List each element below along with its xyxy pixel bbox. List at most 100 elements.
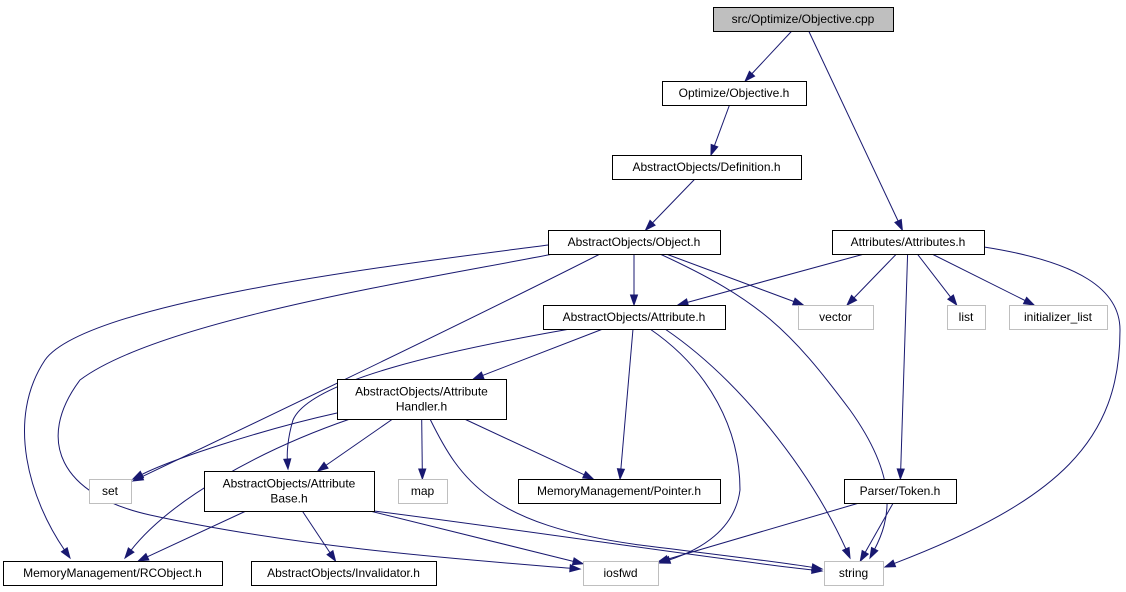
node-definition-h[interactable]: AbstractObjects/Definition.h [612, 155, 802, 180]
node-objective-cpp[interactable]: src/Optimize/Objective.cpp [713, 7, 894, 32]
node-label: MemoryManagement/Pointer.h [537, 484, 701, 498]
node-object-h[interactable]: AbstractObjects/Object.h [548, 230, 721, 255]
edge-attributes-h-to-token-h [896, 253, 909, 481]
edge-line [649, 328, 741, 561]
node-box [337, 379, 507, 420]
node-box [612, 155, 802, 180]
node-box [251, 561, 437, 586]
node-label: AbstractObjects/Attribute [223, 477, 356, 491]
edge-line [864, 502, 894, 554]
node-vector: vector [798, 305, 874, 330]
edge-line [324, 418, 393, 467]
node-attribute-h[interactable]: AbstractObjects/Attribute.h [543, 305, 726, 330]
node-box [89, 479, 132, 504]
node-label: Attributes/Attributes.h [851, 235, 966, 249]
edge-arrowhead [581, 470, 595, 480]
edge-line [853, 253, 897, 299]
node-label: AbstractObjects/Definition.h [632, 160, 780, 174]
edge-arrowhead [710, 143, 719, 157]
node-string: string [824, 561, 884, 586]
node-pointer-h[interactable]: MemoryManagement/Pointer.h [518, 479, 721, 504]
nodes-layer: src/Optimize/Objective.cppOptimize/Objec… [3, 7, 1108, 586]
edge-object-h-to-rcobject-h [24, 244, 549, 560]
node-label: vector [819, 310, 852, 324]
edge-arrowhead [896, 468, 905, 481]
node-attributes-h[interactable]: Attributes/Attributes.h [832, 230, 985, 255]
edge-arrowhead [283, 458, 292, 471]
node-label: AbstractObjects/Object.h [568, 235, 701, 249]
edge-line [666, 502, 860, 560]
node-label: list [959, 310, 974, 324]
edge-arrowhead [131, 470, 145, 480]
edge-line [421, 418, 423, 471]
edge-attribute-h-to-attribute-base-h [283, 328, 571, 471]
edge-definition-h-to-object-h [644, 178, 696, 232]
node-box [518, 479, 721, 504]
edge-arrowhead [894, 218, 903, 232]
node-label: iosfwd [603, 566, 637, 580]
edge-object-h-to-attribute-h [629, 254, 639, 307]
node-box [1009, 305, 1108, 330]
node-iosfwd: iosfwd [583, 561, 659, 586]
edge-arrowhead [791, 297, 805, 306]
node-box [798, 305, 874, 330]
node-label: set [102, 484, 119, 498]
edge-line [146, 510, 247, 558]
edge-arrowhead [811, 565, 824, 575]
edge-arrowhead [841, 546, 851, 560]
edge-arrowhead [676, 298, 690, 307]
edge-attributes-h-to-string [883, 246, 1121, 568]
edge-token-h-to-string [859, 502, 894, 563]
edge-line [900, 253, 909, 471]
edge-line [429, 418, 814, 568]
edge-object-h-to-iosfwd [57, 253, 582, 573]
edge-arrowhead [644, 219, 656, 232]
node-rcobject-h[interactable]: MemoryManagement/RCObject.h [3, 561, 223, 586]
edge-line [808, 30, 899, 223]
edge-attributes-h-to-attribute-h [676, 253, 865, 307]
node-invalidator-h[interactable]: AbstractObjects/Invalidator.h [251, 561, 437, 586]
edge-arrowhead [471, 371, 485, 380]
edge-object-h-to-vector [666, 253, 805, 306]
node-list: list [947, 305, 986, 330]
edge-line [686, 253, 865, 304]
node-box [583, 561, 659, 586]
node-box [824, 561, 884, 586]
node-label: src/Optimize/Objective.cpp [732, 12, 875, 26]
node-label: Parser/Token.h [860, 484, 941, 498]
edge-attribute-h-to-string [664, 328, 851, 560]
edge-arrowhead [418, 468, 427, 481]
edge-arrowhead [869, 546, 879, 560]
node-label: AbstractObjects/Attribute [355, 385, 488, 399]
edge-attribute-h-to-pointer-h [616, 328, 634, 481]
node-label: MemoryManagement/RCObject.h [23, 566, 202, 580]
node-box [3, 561, 223, 586]
edge-line [713, 104, 730, 147]
edge-attribute-h-to-iosfwd [649, 328, 741, 564]
node-label: map [411, 484, 435, 498]
edge-line [931, 253, 1027, 302]
edge-line [369, 510, 575, 563]
edge-arrowhead [859, 549, 870, 563]
node-objective-h[interactable]: Optimize/Objective.h [662, 81, 807, 106]
node-label: AbstractObjects/Invalidator.h [267, 566, 420, 580]
node-map: map [398, 479, 448, 504]
edge-attribute-handler-h-to-attribute-base-h [316, 418, 393, 472]
node-token-h[interactable]: Parser/Token.h [844, 479, 957, 504]
edge-line [916, 253, 952, 299]
edge-attribute-handler-h-to-set [131, 412, 338, 480]
node-box [204, 471, 375, 512]
node-label: initializer_list [1024, 310, 1093, 324]
edge-arrowhead [616, 468, 626, 481]
node-box [398, 479, 448, 504]
edge-line [140, 412, 338, 476]
edge-arrowhead [883, 559, 897, 568]
edge-attribute-handler-h-to-map [418, 418, 427, 481]
edge-attribute-base-h-to-string [373, 510, 824, 575]
edge-arrowhead [1022, 296, 1036, 306]
edge-attribute-base-h-to-iosfwd [369, 510, 585, 566]
edge-line [140, 253, 601, 478]
edge-arrowhead [629, 294, 639, 307]
